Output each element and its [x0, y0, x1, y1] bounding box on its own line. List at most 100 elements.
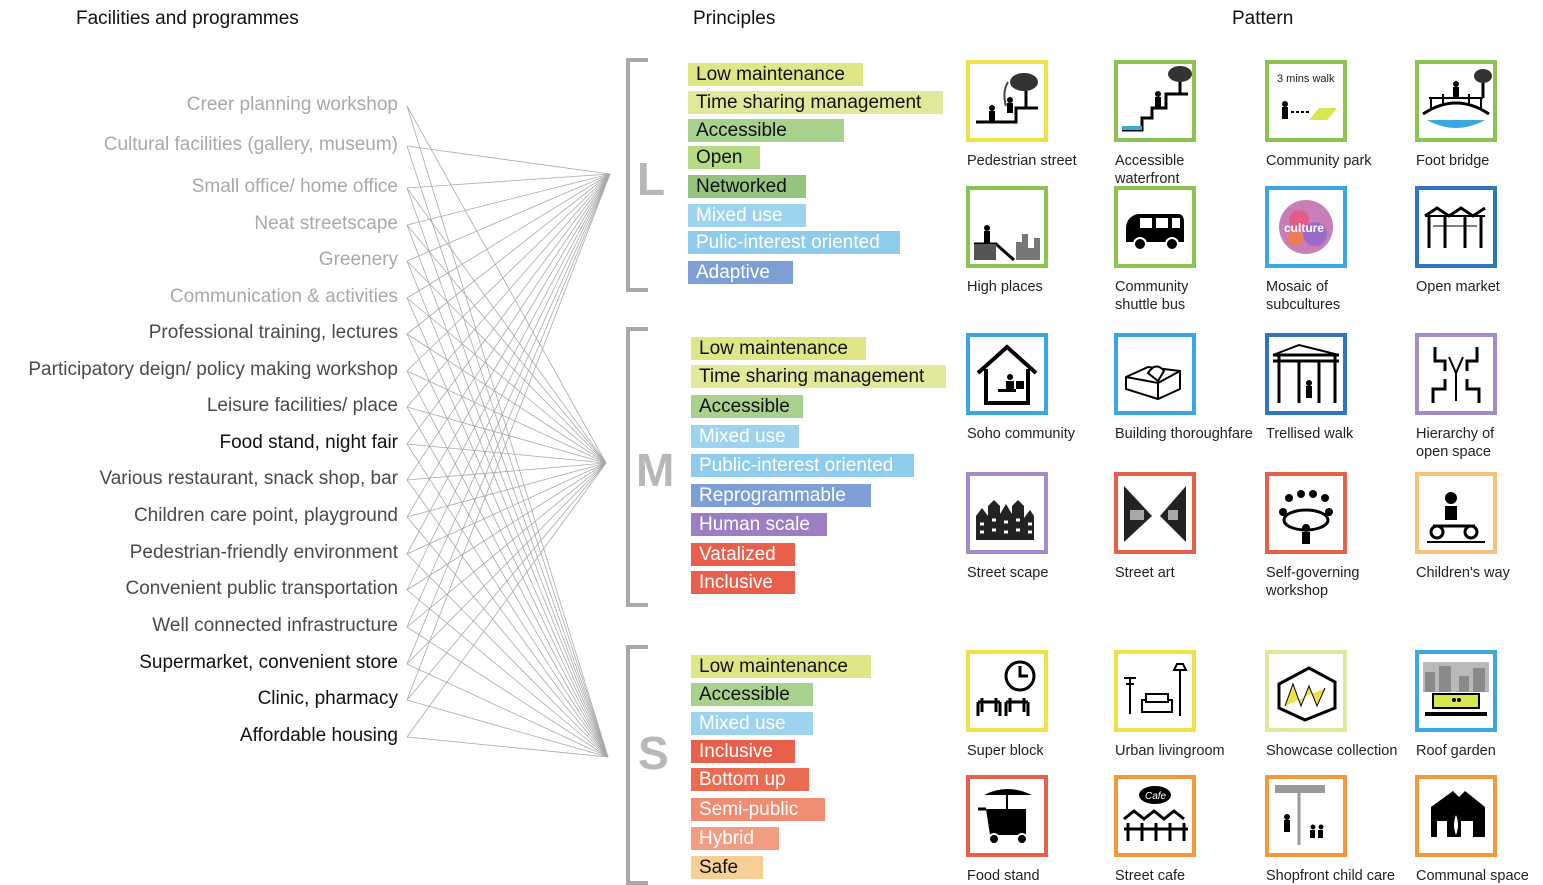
pattern-caption-street-cafe: Street cafe — [1115, 867, 1265, 885]
pattern-tile-open-market — [1415, 186, 1497, 268]
connection-line-s — [406, 224, 609, 758]
pattern-caption-line: Street scape — [967, 565, 1049, 581]
connection-line-m — [406, 187, 607, 464]
pattern-tile-mosaic-of-subcultures: culture — [1265, 186, 1347, 268]
connection-lines — [406, 105, 611, 758]
principle-label-m: Inclusive — [691, 571, 795, 594]
principle-label-l: Networked — [688, 175, 806, 198]
soho-house-icon — [976, 344, 1038, 405]
connection-line-m — [406, 462, 607, 738]
connection-line-m — [406, 462, 607, 481]
connection-line-m — [406, 333, 607, 464]
pattern-tile-foot-bridge — [1415, 60, 1497, 142]
pattern-caption-line: Trellised walk — [1266, 426, 1354, 442]
pattern-tile-community-park: 3 mins walk — [1265, 60, 1347, 142]
pattern-tile-self-governing-workshop — [1265, 472, 1347, 554]
pattern-tile-roof-garden — [1415, 650, 1497, 732]
pattern-inner-text: 3 mins walk — [1277, 73, 1335, 85]
connection-line-m — [406, 406, 607, 464]
principle-label-m: Human scale — [691, 513, 827, 536]
connection-line-s — [406, 406, 609, 758]
facility-item: Food stand, night fair — [219, 432, 399, 453]
pattern-caption-line: Street art — [1115, 565, 1175, 581]
scale-letter-m: M — [636, 444, 675, 496]
open-market-icon — [1424, 206, 1486, 248]
facility-item: Supermarket, convenient store — [139, 652, 398, 673]
pattern-caption-line: Mosaic of — [1266, 279, 1329, 295]
connection-line-l — [406, 173, 611, 481]
pattern-caption-line: Communal space — [1416, 868, 1529, 884]
pattern-caption-line: Open market — [1416, 279, 1500, 295]
pattern-tile-street-scape — [966, 472, 1048, 554]
high-places-icon — [974, 225, 1040, 262]
livingroom-icon — [1124, 663, 1188, 716]
facility-item: Children care point, playground — [133, 505, 398, 526]
clock-bench-icon — [976, 660, 1036, 716]
workshop-icon — [1279, 490, 1333, 544]
pattern-caption-street-scape: Street scape — [967, 564, 1117, 582]
connection-line-s — [406, 553, 609, 758]
pattern-caption-building-thoroughfare: Building thoroughfare — [1115, 425, 1265, 443]
pattern-caption-line: Shopfront child care — [1266, 868, 1395, 884]
pattern-caption-line: Self-governing — [1266, 565, 1360, 581]
facilities-header: Facilities and programmes — [76, 8, 299, 29]
pattern-tile-community-shuttle-bus — [1114, 186, 1196, 268]
pattern-caption-communal-space: Communal space — [1416, 867, 1543, 885]
pattern-caption-foot-bridge: Foot bridge — [1416, 152, 1543, 170]
pattern-caption-line: open space — [1416, 444, 1491, 460]
facility-item: Clinic, pharmacy — [257, 688, 398, 709]
pattern-caption-line: subcultures — [1266, 297, 1341, 313]
facility-item: Leisure facilities/ place — [206, 395, 398, 416]
pattern-caption-line: Accessible — [1115, 153, 1185, 169]
principles-header: Principles — [693, 8, 776, 29]
facility-item: Cultural facilities (gallery, museum) — [103, 134, 398, 155]
child-tricycle-icon — [1427, 492, 1485, 543]
principle-label-s: Hybrid — [691, 827, 779, 850]
cafe-icon: Cafe — [1123, 786, 1188, 841]
pattern-caption-line: Roof garden — [1416, 743, 1496, 759]
connection-line-s — [406, 736, 609, 758]
facility-item: Communication & activities — [169, 286, 398, 307]
connection-line-l — [406, 173, 611, 262]
pedestrian-street-icon — [976, 73, 1038, 124]
connection-line-s — [406, 443, 609, 758]
pattern-caption-pedestrian-street: Pedestrian street — [967, 152, 1117, 170]
shuttle-bus-icon — [1126, 214, 1184, 251]
connection-line-l — [406, 173, 611, 372]
pattern-caption-line: Soho community — [967, 426, 1075, 442]
scale-letter-l: L — [637, 153, 666, 205]
connection-line-s — [406, 297, 609, 758]
pattern-caption-line: waterfront — [1115, 171, 1180, 187]
connection-line-m — [406, 260, 607, 464]
street-art-icon — [1124, 486, 1186, 542]
principle-label-l: Pulic-interest oriented — [688, 231, 900, 254]
facility-item: Small office/ home office — [191, 176, 398, 197]
principle-label-m: Public-interest oriented — [691, 454, 914, 477]
pattern-caption-street-art: Street art — [1115, 564, 1265, 582]
connection-line-s — [406, 516, 609, 758]
pattern-tile-building-thoroughfare — [1114, 333, 1196, 415]
connection-line-l — [406, 173, 611, 189]
connection-line-m — [406, 462, 607, 628]
connection-line-s — [406, 187, 609, 758]
facility-item: Pedestrian-friendly environment — [129, 542, 398, 563]
facility-item: Affordable housing — [239, 725, 398, 746]
principle-label-m: Low maintenance — [691, 337, 866, 360]
pattern-caption-line: Foot bridge — [1416, 153, 1490, 169]
principle-label-m: Accessible — [691, 395, 803, 418]
trellis-icon — [1272, 343, 1340, 403]
connection-line-m — [406, 443, 607, 464]
street-scape-icon — [976, 500, 1034, 540]
pattern-tile-street-art — [1114, 472, 1196, 554]
connection-line-l — [406, 173, 611, 408]
connection-line-s — [406, 699, 609, 758]
pattern-caption-line: Community — [1115, 279, 1189, 295]
pattern-caption-line: Children's way — [1416, 565, 1510, 581]
facility-item: Creer planning workshop — [186, 94, 398, 115]
connection-line-s — [406, 105, 609, 758]
community-park-icon: 3 mins walk — [1277, 73, 1337, 120]
connection-line-l — [406, 173, 611, 628]
communal-space-icon — [1431, 791, 1485, 837]
pattern-tile-high-places — [966, 186, 1048, 268]
